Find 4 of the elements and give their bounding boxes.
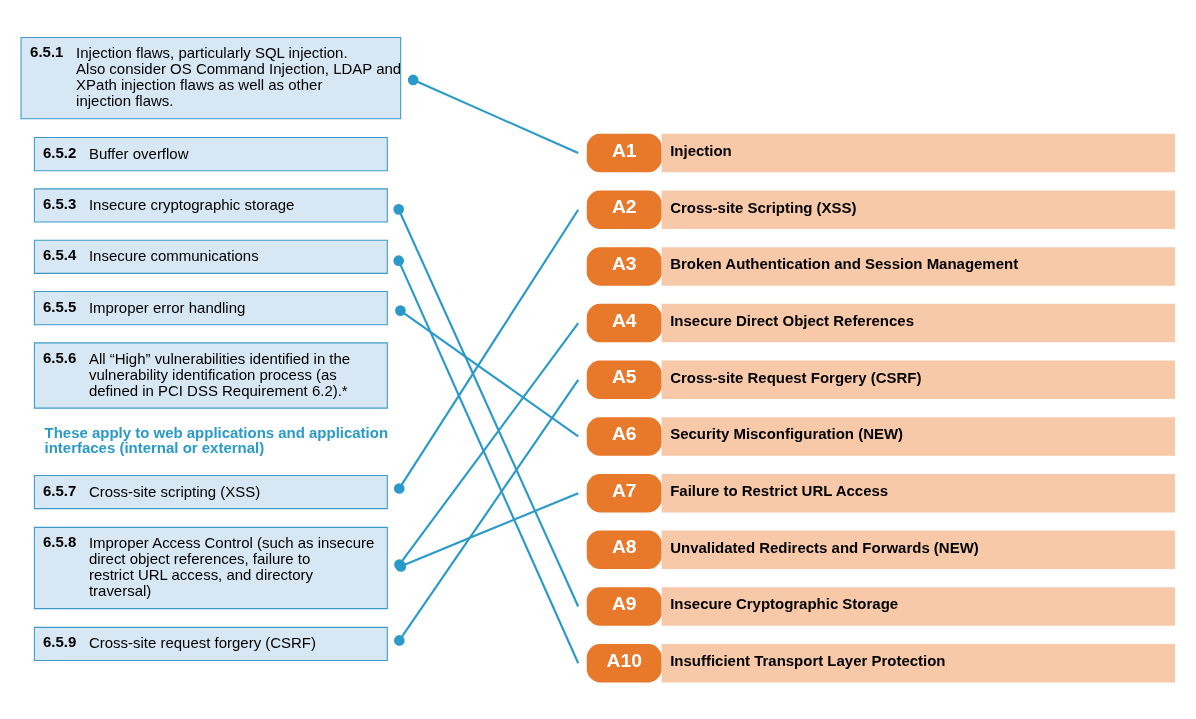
connector [393, 208, 580, 494]
label: These apply to web applications and application interfaces (internal or external) [44, 423, 389, 456]
connector [395, 304, 579, 437]
connector [407, 74, 579, 154]
